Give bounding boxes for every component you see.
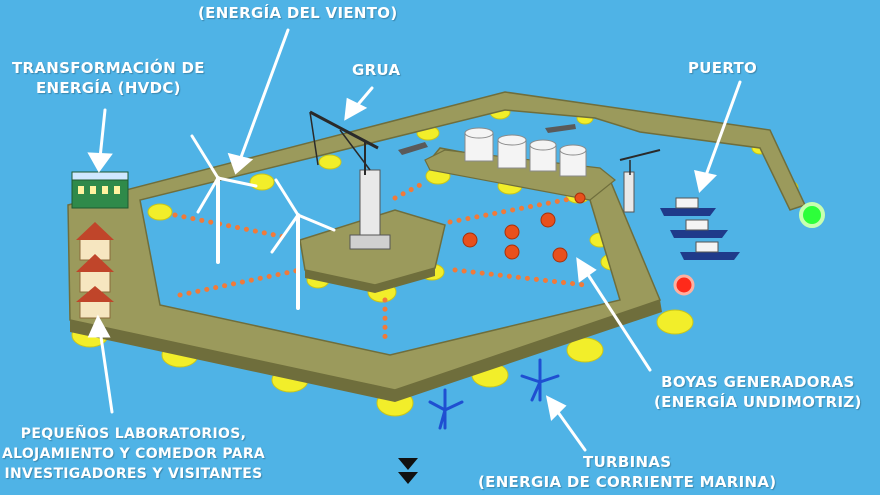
boat-icon	[680, 241, 740, 260]
arrow-to-wind	[227, 28, 290, 175]
label-hvdc-line1: TRANSFORMACIÓN DE	[12, 59, 205, 77]
float	[566, 337, 604, 363]
cables	[172, 182, 588, 343]
cable	[452, 267, 588, 288]
arrow-to-hvdc	[87, 108, 113, 173]
wind-turbine-icon	[190, 134, 258, 264]
boat-icon	[670, 219, 728, 238]
platform-edge	[70, 300, 662, 402]
navigation-light-icon	[673, 274, 695, 296]
cable	[392, 182, 423, 201]
label-wind-energy: (ENERGÍA DEL VIENTO)	[198, 3, 397, 23]
house-icon	[76, 254, 114, 293]
label-labs-line3: INVESTIGADORES Y VISITANTES	[4, 466, 263, 482]
label-turbines: TURBINAS (ENERGIA DE CORRIENTE MARINA)	[478, 452, 776, 492]
label-crane: GRUA	[352, 60, 400, 80]
label-buoys: BOYAS GENERADORAS (ENERGÍA UNDIMOTRIZ)	[654, 372, 862, 412]
arrow-to-port	[694, 80, 742, 193]
label-labs: PEQUEÑOS LABORATORIOS, ALOJAMIENTO Y COM…	[2, 424, 265, 484]
wind-turbines	[190, 134, 336, 310]
cable	[172, 212, 293, 241]
storage-tank-icon	[559, 144, 587, 177]
label-labs-line2: ALOJAMIENTO Y COMEDOR PARA	[2, 446, 266, 462]
float	[249, 173, 275, 191]
wave-buoys	[462, 192, 586, 263]
cable	[447, 195, 578, 225]
buoy-icon	[540, 212, 556, 228]
port-crane-icon	[619, 149, 661, 213]
label-hvdc: TRANSFORMACIÓN DE ENERGÍA (HVDC)	[12, 58, 205, 98]
buoy-icon	[462, 232, 478, 248]
label-port: PUERTO	[688, 58, 757, 78]
float	[147, 203, 173, 221]
label-port-text: PUERTO	[688, 59, 758, 77]
arrow-down-icon	[398, 458, 418, 484]
pointer-arrows	[87, 28, 742, 452]
storage-tank-icon	[464, 127, 494, 162]
label-turbines-line2: (ENERGIA DE CORRIENTE MARINA)	[478, 473, 777, 491]
boat-icon	[660, 197, 716, 216]
label-wind-text: (ENERGÍA DEL VIENTO)	[198, 4, 398, 22]
cable	[177, 267, 303, 298]
port-pier	[424, 149, 616, 201]
storage-tank-icon	[497, 134, 527, 169]
arrow-to-houses	[87, 314, 114, 414]
wind-turbine-icon	[270, 178, 336, 310]
boat-icon	[545, 124, 576, 133]
underwater-turbine-icon	[520, 358, 560, 402]
buoy-icon	[504, 244, 520, 260]
navigation-light-icon	[799, 202, 825, 228]
label-turbines-line1: TURBINAS	[583, 453, 672, 471]
arrow-to-turbines	[545, 395, 587, 452]
houses	[76, 222, 114, 319]
house-icon	[76, 286, 114, 319]
float	[318, 154, 342, 170]
hvdc-station-icon	[71, 171, 129, 209]
lagoon-boats	[398, 124, 576, 155]
label-labs-line1: PEQUEÑOS LABORATORIOS,	[20, 426, 247, 442]
arrow-to-crane	[344, 86, 374, 121]
underwater-turbine-icon	[428, 388, 464, 430]
arrow-to-buoys	[576, 257, 652, 372]
crane-icon	[309, 110, 391, 250]
buoy-icon	[504, 224, 520, 240]
underwater-turbines	[428, 358, 560, 430]
port-boats	[660, 197, 740, 260]
buoy-icon	[574, 192, 586, 204]
platform-deck	[67, 91, 807, 402]
float	[656, 309, 694, 335]
storage-tank-icon	[529, 139, 557, 172]
boat-icon	[398, 142, 428, 155]
label-hvdc-line2: ENERGÍA (HVDC)	[35, 79, 181, 97]
label-buoys-line1: BOYAS GENERADORAS	[661, 373, 855, 391]
label-crane-text: GRUA	[352, 61, 401, 79]
platform-ring	[67, 91, 807, 391]
label-buoys-line2: (ENERGÍA UNDIMOTRIZ)	[654, 393, 862, 411]
buoy-icon	[552, 247, 568, 263]
central-pier-edge	[305, 268, 435, 293]
storage-tanks	[464, 127, 587, 177]
